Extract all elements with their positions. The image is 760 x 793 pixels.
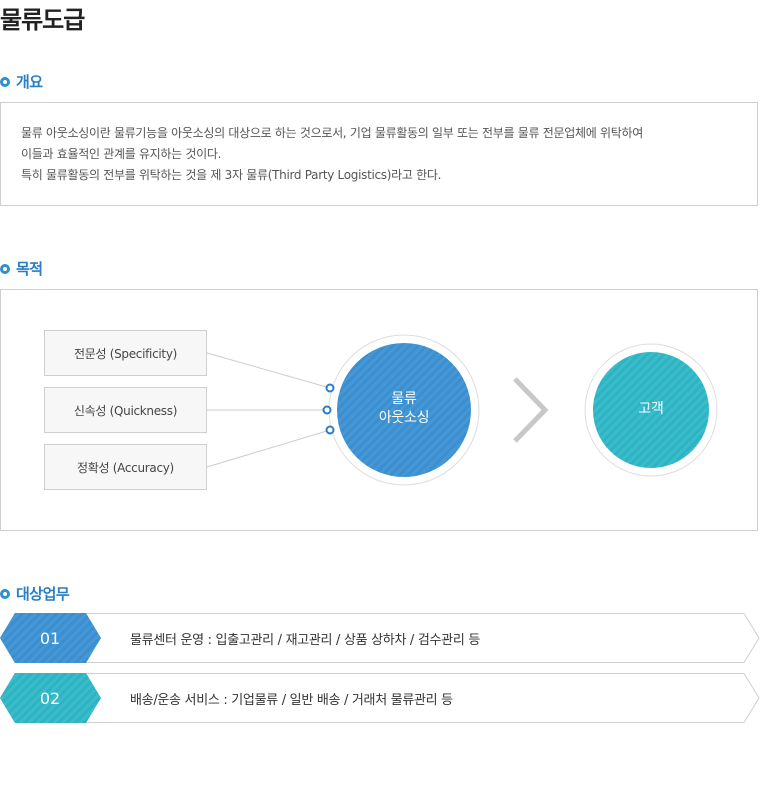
task-row-frame [0,613,760,663]
tasks-section-heading: 대상업무 [0,583,70,604]
attribute-specificity: 전문성 (Specificity) [44,330,207,376]
connector-line-1 [206,352,331,389]
task-row-1: 01 물류센터 운영 : 입출고관리 / 재고관리 / 상품 상하차 / 검수관… [0,613,760,663]
attribute-quickness: 신속성 (Quickness) [44,387,207,433]
purpose-section-heading: 목적 [0,258,43,279]
outsourcing-circle [337,343,471,477]
overview-heading: 개요 [16,73,43,91]
task-number-badge-shape [0,673,101,723]
purpose-diagram-box: 전문성 (Specificity) 신속성 (Quickness) 정확성 (A… [0,289,758,531]
connector-dot-3 [325,425,335,435]
task-text-2: 배송/운송 서비스 : 기업물류 / 일반 배송 / 거래처 물류관리 등 [130,692,453,708]
overview-line-2: 이들과 효율적인 관계를 유지하는 것이다. [21,147,222,161]
overview-line-3: 특히 물류활동의 전부를 위탁하는 것을 제 3자 물류(Third Party… [21,168,442,182]
customer-circle [593,352,709,468]
connector-dot-2 [322,405,332,415]
bullet-ring-icon [0,76,10,87]
task-row-2: 02 배송/운송 서비스 : 기업물류 / 일반 배송 / 거래처 물류관리 등 [0,673,760,723]
purpose-heading: 목적 [16,260,43,278]
connector-line-3 [206,429,331,468]
task-number-2: 02 [39,688,61,708]
task-number-badge-shape [0,613,101,663]
overview-line-1: 물류 아웃소싱이란 물류기능을 아웃소싱의 대상으로 하는 것으로서, 기업 물… [21,126,643,140]
outsourcing-label-line-2: 아웃소싱 [378,410,430,426]
task-row-frame [0,673,760,723]
chevron-right-icon [513,377,549,443]
bullet-ring-icon [0,588,10,599]
purpose-diagram [206,334,718,486]
overview-section-heading: 개요 [0,71,43,92]
task-number-1: 01 [39,628,61,648]
attribute-accuracy: 정확성 (Accuracy) [44,444,207,490]
task-text-1: 물류센터 운영 : 입출고관리 / 재고관리 / 상품 상하차 / 검수관리 등 [130,632,480,648]
outsourcing-label-line-1: 물류 [391,391,417,407]
outsourcing-label: 물류 아웃소싱 [354,390,454,428]
bullet-ring-icon [0,263,10,274]
overview-box: 물류 아웃소싱이란 물류기능을 아웃소싱의 대상으로 하는 것으로서, 기업 물… [0,102,758,206]
customer-label: 고객 [638,401,664,417]
page-title: 물류도급 [0,6,85,34]
connector-dot-1 [325,383,335,393]
tasks-heading: 대상업무 [16,585,70,603]
